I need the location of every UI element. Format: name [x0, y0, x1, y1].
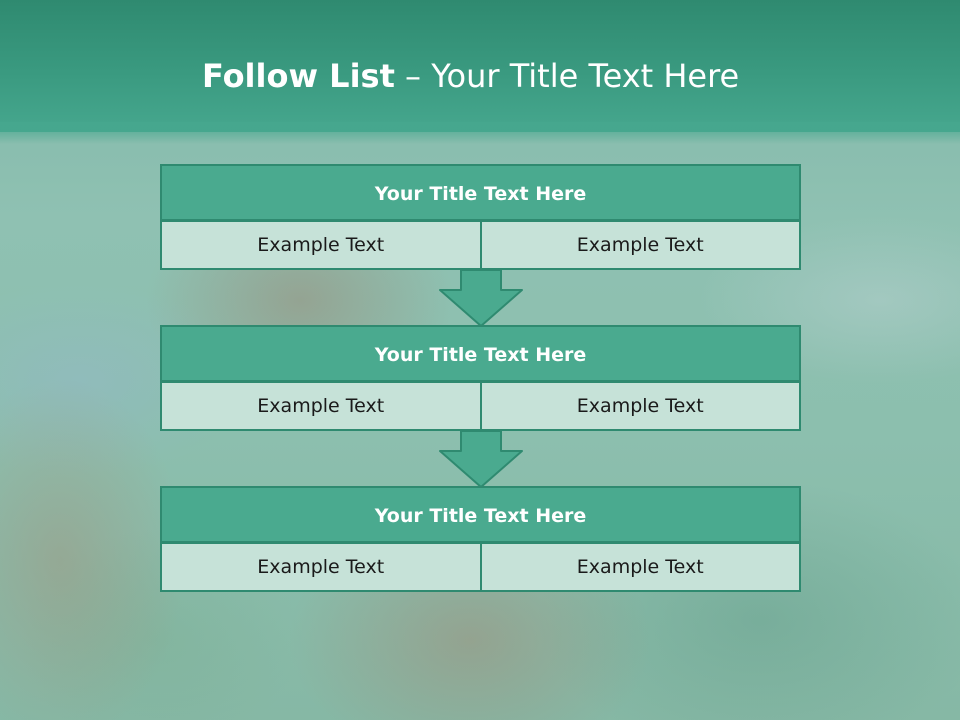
block-row: Example Text Example Text [160, 220, 801, 270]
list-block-2: Your Title Text Here Example Text Exampl… [160, 325, 801, 431]
block-cell-right: Example Text [479, 542, 801, 592]
block-cell-right: Example Text [479, 220, 801, 270]
block-title: Your Title Text Here [160, 325, 801, 382]
block-cell-left: Example Text [160, 220, 482, 270]
slide-title: Follow List – Your Title Text Here [202, 54, 739, 98]
block-cell-left: Example Text [160, 542, 482, 592]
slide-title-rest: – Your Title Text Here [394, 57, 740, 95]
block-cell-left: Example Text [160, 381, 482, 431]
header-band [0, 0, 960, 132]
list-block-1: Your Title Text Here Example Text Exampl… [160, 164, 801, 270]
slide-title-bold: Follow List [202, 57, 395, 95]
block-row: Example Text Example Text [160, 542, 801, 592]
down-arrow-icon [439, 431, 523, 488]
block-title: Your Title Text Here [160, 486, 801, 543]
block-title: Your Title Text Here [160, 164, 801, 221]
header-fade [0, 122, 960, 144]
block-row: Example Text Example Text [160, 381, 801, 431]
list-block-3: Your Title Text Here Example Text Exampl… [160, 486, 801, 592]
down-arrow-icon [439, 270, 523, 327]
block-cell-right: Example Text [479, 381, 801, 431]
